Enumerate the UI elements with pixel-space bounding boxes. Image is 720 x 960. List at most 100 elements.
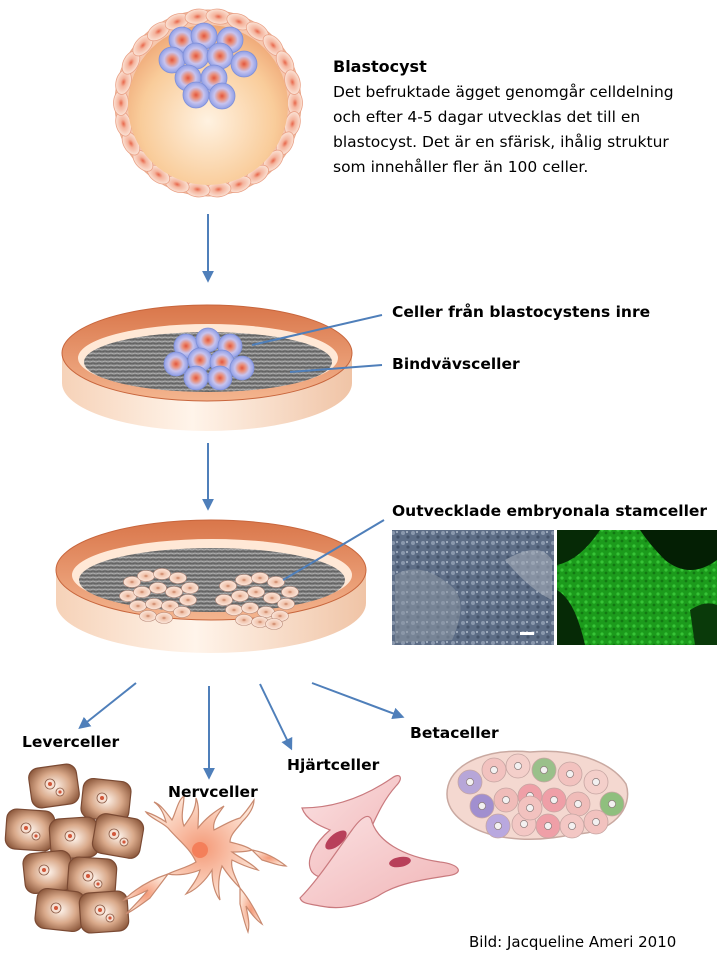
blastocyst-description: Det befruktade ägget genomgår celldelnin… [333, 83, 674, 176]
islet-cell-nucleus [520, 820, 528, 828]
arrow-to-beta-cells [311, 682, 405, 720]
liver-cell-nucleolus [54, 906, 58, 910]
liver-cell-nucleolus [68, 834, 72, 838]
blastocyst-description-line: som innehåller fler än 100 celler. [333, 158, 588, 176]
label-stem-cells: Outvecklade embryonala stamceller [392, 502, 707, 520]
label-liver-cells: Leverceller [22, 733, 119, 751]
blastocyst-description-line: Det befruktade ägget genomgår celldelnin… [333, 83, 674, 101]
islet-cell-nucleus [574, 800, 582, 808]
liver-cell-nucleolus [86, 874, 90, 878]
liver-cell-nucleolus [108, 916, 112, 920]
islet-cell-nucleus [568, 822, 576, 830]
islet-cell-nucleus [490, 766, 498, 774]
stem-cell [231, 590, 249, 602]
heart-cells-illustration [299, 774, 459, 909]
stem-cell [123, 576, 141, 588]
trophoblast-cell [284, 69, 301, 95]
liver-cell-nucleolus [42, 868, 46, 872]
nerve-cell-illustration [122, 794, 288, 934]
stem-cell [165, 586, 183, 598]
blastocyst-illustration [113, 8, 303, 198]
islet-cell-nucleus [494, 822, 502, 830]
leader-stem-cells [282, 519, 385, 581]
inner-cell [182, 81, 210, 109]
islet-cell-nucleus [566, 770, 574, 778]
stem-cell [133, 586, 151, 598]
phase-contrast-image [392, 530, 554, 645]
liver-cell-nucleolus [98, 908, 102, 912]
label-inner-cells: Celler från blastocystens inre [392, 302, 650, 321]
stem-cell [155, 612, 173, 624]
islet-cells [457, 753, 625, 839]
stem-cell [219, 580, 237, 592]
stem-cell [235, 614, 253, 626]
islet-cell-nucleus [608, 800, 616, 808]
islet-cell-nucleus [502, 796, 510, 804]
arrow-to-liver-cells [78, 682, 137, 729]
islet-cell-nucleus [544, 822, 552, 830]
stem-cell [281, 586, 299, 598]
label-connective-cells: Bindvävsceller [392, 355, 520, 373]
islet-cell-nucleus [592, 818, 600, 826]
label-beta-cells: Betaceller [410, 724, 499, 742]
liver-cell-nucleolus [48, 782, 52, 786]
leader-inner-cells [251, 314, 383, 346]
islet-cell-nucleus [526, 804, 534, 812]
stem-cell [235, 574, 253, 586]
stem-cell [251, 572, 269, 584]
stem-cell [247, 586, 265, 598]
liver-cell-nucleolus [96, 882, 100, 886]
inner-cell [229, 355, 255, 381]
fluorescence-image [557, 530, 717, 645]
stem-cell [241, 602, 259, 614]
label-heart-cells: Hjärtceller [287, 756, 380, 774]
microscopy-photos [392, 530, 717, 645]
liver-cell-nucleolus [112, 832, 116, 836]
flow-arrows [78, 214, 405, 780]
liver-cell-nucleolus [58, 790, 62, 794]
stem-cell [179, 594, 197, 606]
islet-cell-nucleus [514, 762, 522, 770]
inner-cell [230, 50, 258, 78]
liver-cell-nucleolus [100, 796, 104, 800]
petri-dish-1 [61, 304, 353, 431]
stem-cell [267, 576, 285, 588]
inner-cell [207, 365, 233, 391]
inner-cell-mass-in-dish [163, 327, 255, 391]
stem-cell [139, 610, 157, 622]
stem-cell [263, 592, 281, 604]
liver-cell-nucleolus [24, 826, 28, 830]
islet-cell-nucleus [466, 778, 474, 786]
stem-cell [215, 594, 233, 606]
inner-cell-mass [158, 22, 258, 110]
leader-connective-cells [289, 364, 383, 373]
liver-cell-nucleolus [122, 840, 126, 844]
islet-cell-nucleus [592, 778, 600, 786]
leader-lines [251, 314, 385, 581]
stem-cell [265, 618, 283, 630]
stem-cell [169, 572, 187, 584]
stem-cell-colonies [119, 568, 299, 630]
islet-cell-nucleus [550, 796, 558, 804]
liver-cells-illustration [4, 763, 145, 934]
stem-cell [129, 600, 147, 612]
islet-cell-nucleus [478, 802, 486, 810]
blastocyst-heading: Blastocyst [333, 57, 427, 76]
beta-cells-illustration [446, 750, 629, 840]
inner-cell [163, 351, 189, 377]
stem-cell [145, 598, 163, 610]
blastocyst-description-line: och efter 4-5 dagar utvecklas det till e… [333, 108, 640, 126]
label-nerve-cells: Nervceller [168, 783, 258, 801]
stem-cell [181, 582, 199, 594]
stem-cell [277, 598, 295, 610]
stem-cell [149, 582, 167, 594]
blastocyst-description-line: blastocyst. Det är en sfärisk, ihålig st… [333, 133, 669, 151]
stem-cell [137, 570, 155, 582]
stem-cell [161, 600, 179, 612]
inner-cell [183, 365, 209, 391]
petri-dish-2 [55, 519, 367, 653]
islet-cell-nucleus [540, 766, 548, 774]
stem-cell [173, 606, 191, 618]
inner-cell [208, 82, 236, 110]
